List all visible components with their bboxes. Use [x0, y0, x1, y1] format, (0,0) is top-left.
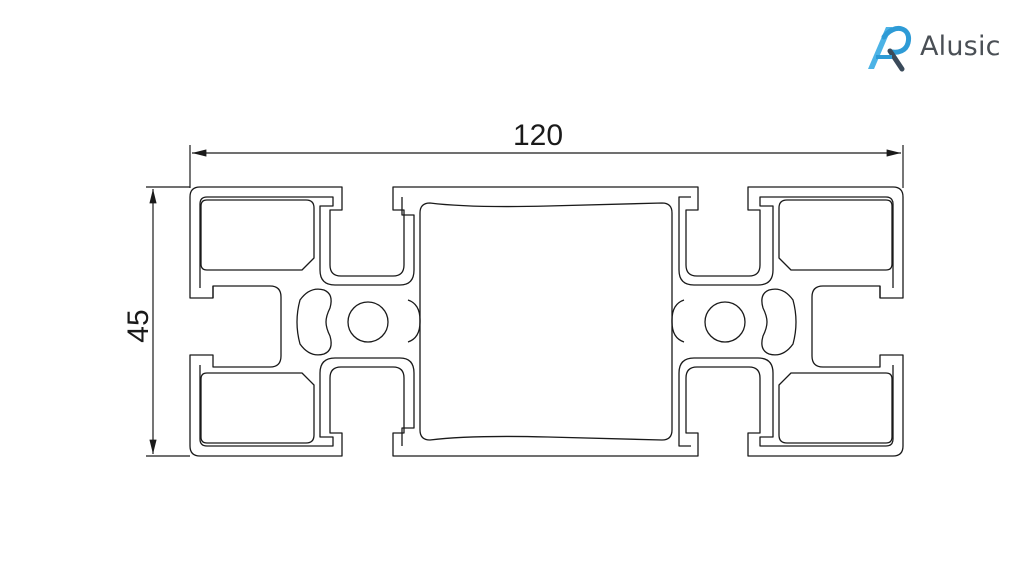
height-dimension — [146, 186, 190, 457]
profile-outline — [189, 186, 904, 457]
width-dimension — [189, 145, 904, 188]
brand-name: Alusic — [920, 30, 1001, 62]
brand-logo: Alusic — [862, 18, 1022, 74]
height-label: 45 — [122, 309, 155, 342]
width-label: 120 — [513, 119, 563, 152]
alusic-logo-icon — [868, 26, 912, 72]
